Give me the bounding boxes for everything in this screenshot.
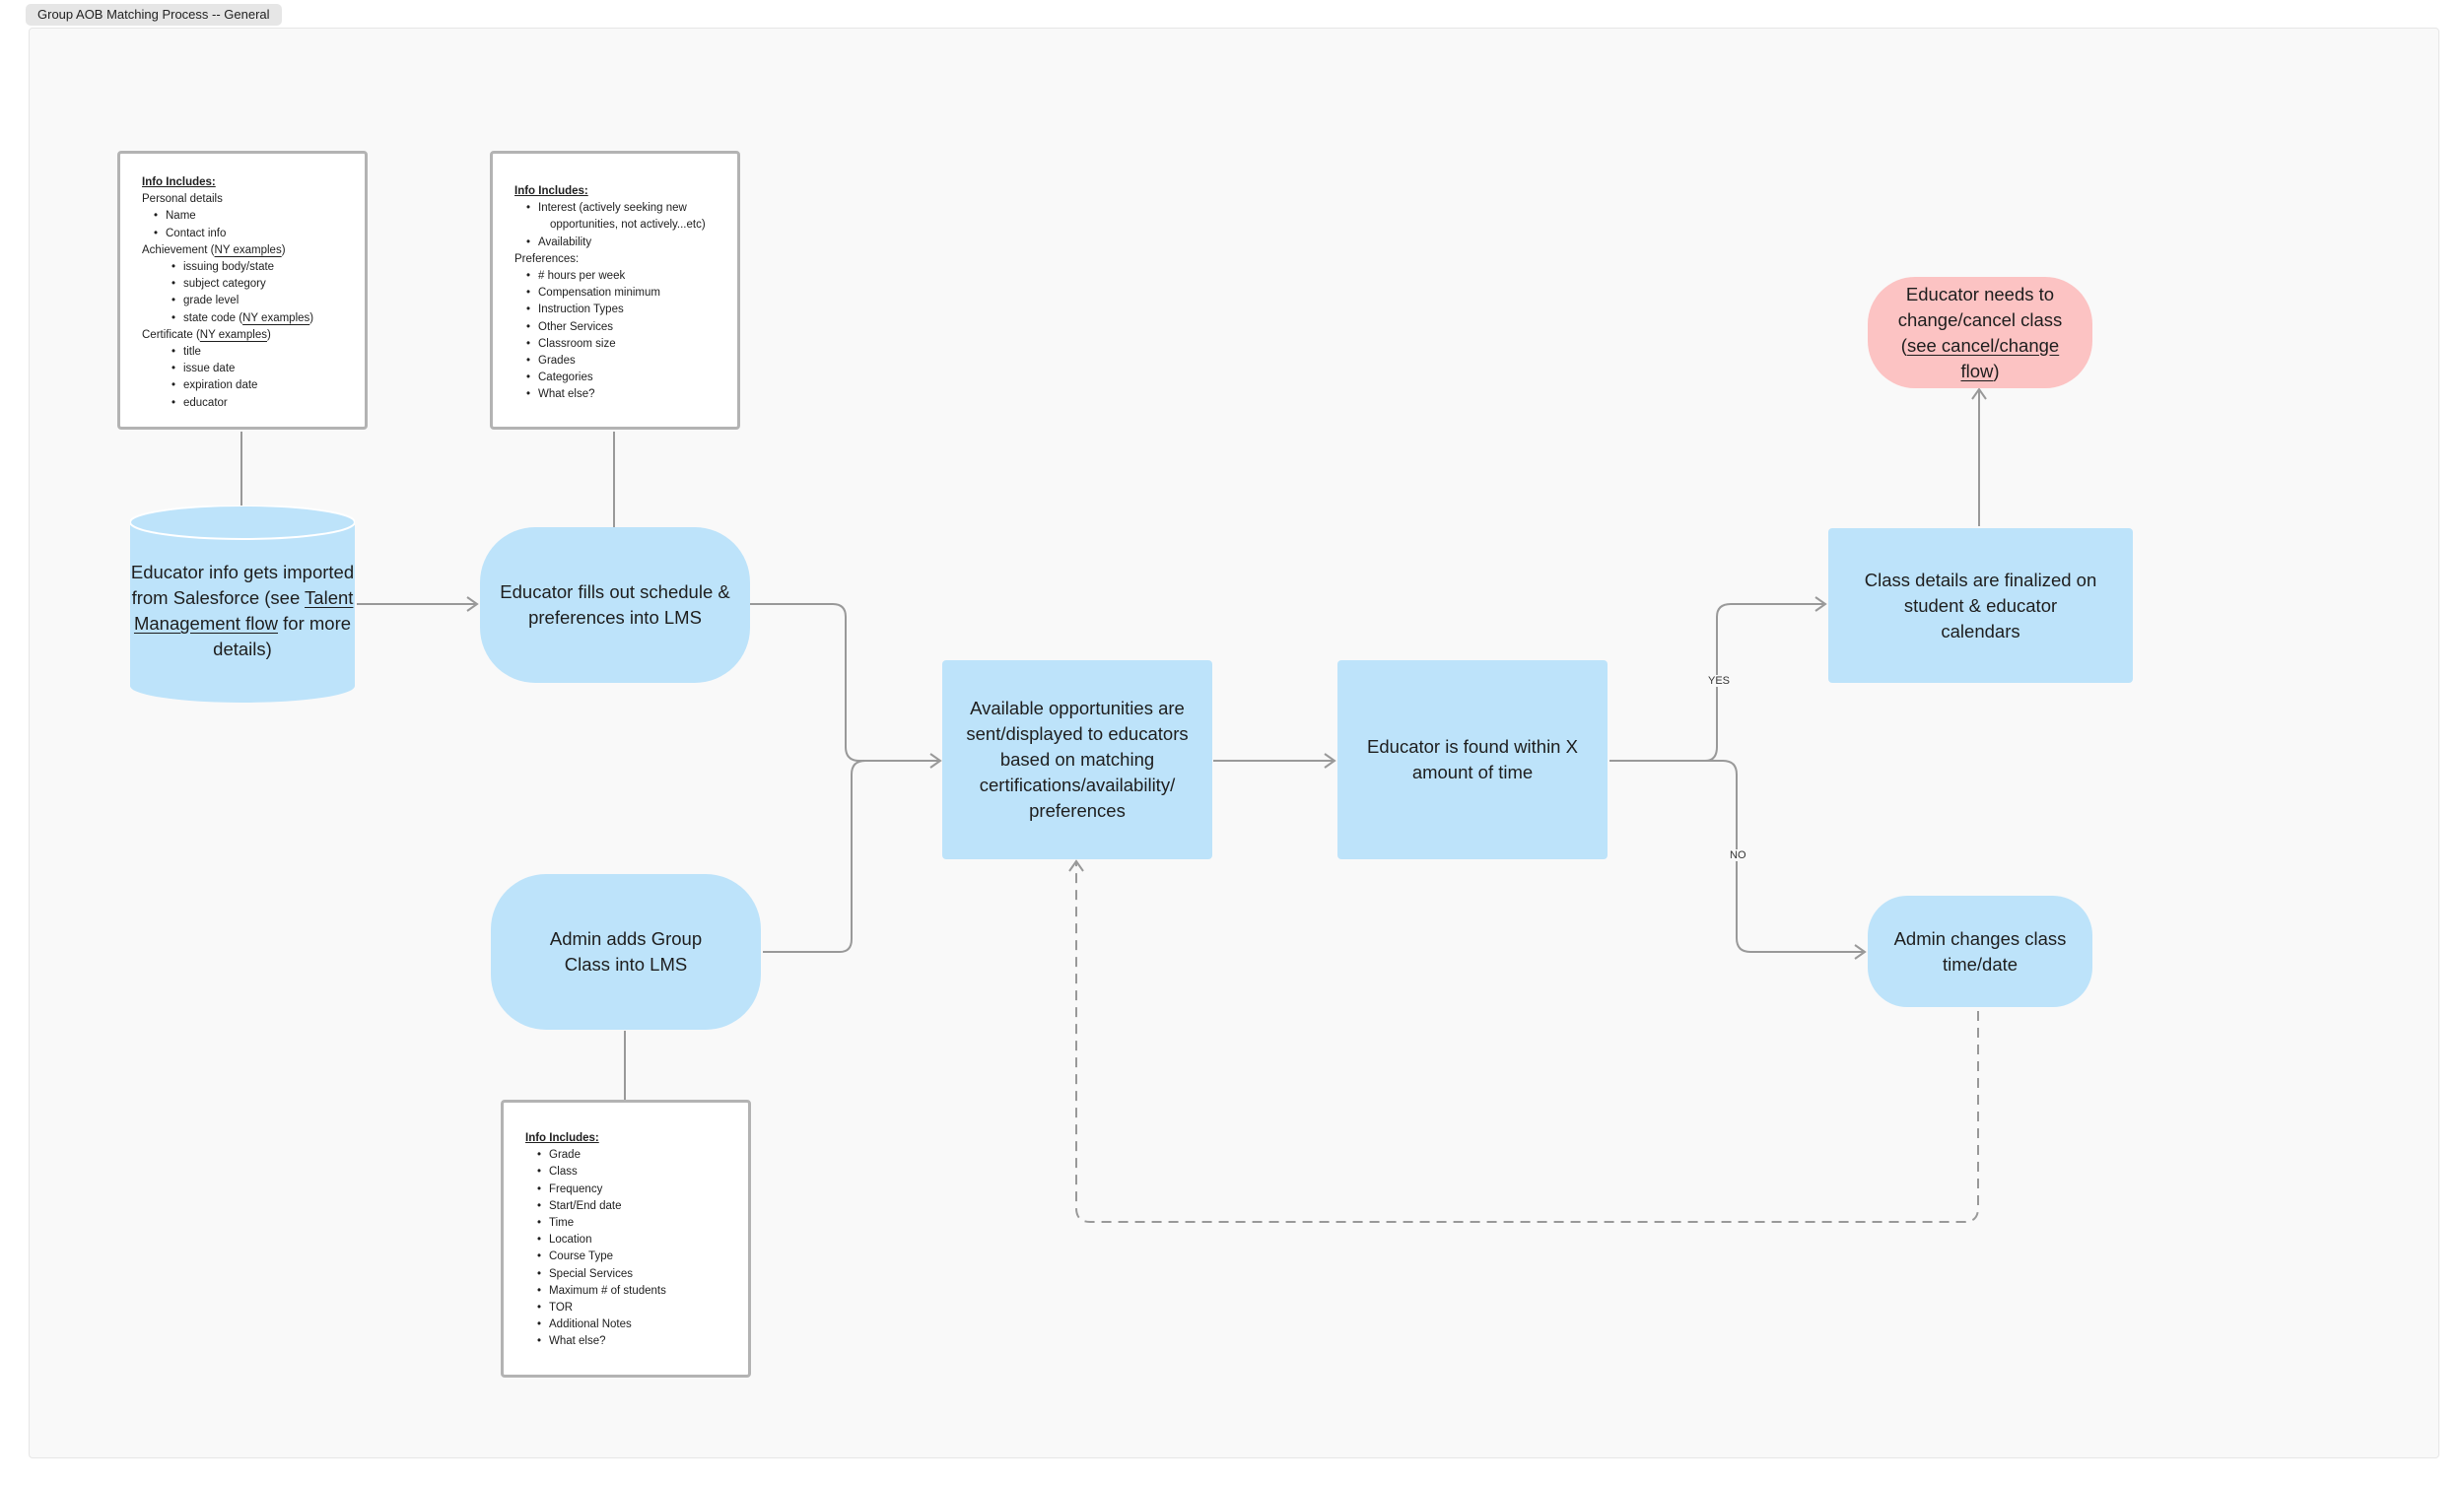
note-bullet: Location: [525, 1232, 748, 1249]
note-educator-info: Info Includes: Personal details Name Con…: [117, 151, 368, 430]
ny-examples-link[interactable]: NY examples: [214, 243, 282, 256]
note-bullet: Course Type: [525, 1249, 748, 1265]
note-bullet: Grade: [525, 1147, 748, 1164]
note-line: Achievement (NY examples): [142, 243, 286, 256]
schedule-node-text: Educator fills out schedule & preference…: [500, 581, 730, 628]
note-bullet: state code (NY examples): [142, 310, 365, 327]
admin-changes-node[interactable]: Admin changes class time/date: [1868, 896, 2092, 1007]
opportunities-node-text: Available opportunities are sent/display…: [966, 698, 1189, 821]
section-title[interactable]: Group AOB Matching Process -- General: [26, 4, 282, 26]
admin-adds-node-text: Admin adds Group Class into LMS: [549, 928, 703, 975]
note-bullet: Additional Notes: [525, 1316, 748, 1333]
note-bullet: Classroom size: [514, 336, 737, 353]
schedule-node[interactable]: Educator fills out schedule & preference…: [480, 527, 750, 683]
cancel-change-flow-link[interactable]: see cancel/change flow: [1906, 334, 2060, 381]
opportunities-node[interactable]: Available opportunities are sent/display…: [942, 660, 1212, 859]
database-shape: [130, 506, 355, 703]
admin-changes-node-text: Admin changes class time/date: [1893, 927, 2067, 975]
no-label: NO: [1728, 849, 1748, 861]
edge-admin-opportunities: [763, 760, 938, 953]
note-bullet: What else?: [514, 386, 737, 403]
admin-adds-class-node[interactable]: Admin adds Group Class into LMS: [491, 874, 761, 1030]
note-preferences: Info Includes: Interest (actively seekin…: [490, 151, 740, 430]
note-bullet: Instruction Types: [514, 302, 737, 318]
finalized-node-text: Class details are finalized on student &…: [1864, 569, 2097, 641]
note-bullet: Start/End date: [525, 1198, 748, 1215]
ny-examples-link[interactable]: NY examples: [199, 328, 267, 341]
edge-schedule-opportunities: [749, 603, 938, 762]
note-line: Preferences:: [514, 252, 580, 265]
note-bullet: What else?: [525, 1333, 748, 1350]
note-bullet: issue date: [142, 361, 365, 377]
cancel-change-node[interactable]: Educator needs to change/cancel class (s…: [1868, 277, 2092, 388]
edge-admin-changes-loop: [1075, 863, 1979, 1223]
note-bullet: TOR: [525, 1300, 748, 1316]
note-bullet: expiration date: [142, 377, 365, 394]
yes-label: YES: [1706, 675, 1733, 687]
note-bullet: Frequency: [525, 1181, 748, 1198]
note-bullet: Interest (actively seeking new: [514, 200, 737, 217]
note-bullet: Time: [525, 1215, 748, 1232]
found-node-text: Educator is found within X amount of tim…: [1367, 736, 1578, 782]
class-finalized-node[interactable]: Class details are finalized on student &…: [1828, 528, 2133, 683]
note-heading: Info Includes:: [142, 176, 216, 188]
note-bullet: Grades: [514, 353, 737, 370]
section-container: [29, 28, 2439, 1458]
note-heading: Info Includes:: [514, 185, 588, 197]
note-bullet: Contact info: [142, 226, 365, 242]
ny-examples-link[interactable]: NY examples: [242, 311, 310, 324]
note-bullet: Availability: [514, 235, 737, 251]
note-line: Personal details: [142, 193, 223, 206]
educator-found-node[interactable]: Educator is found within X amount of tim…: [1337, 660, 1608, 859]
note-group-class: Info Includes: Grade Class Frequency Sta…: [501, 1100, 751, 1378]
note-heading: Info Includes:: [525, 1132, 599, 1144]
talent-management-link[interactable]: Talent Management flow: [133, 587, 354, 634]
note-line: opportunities, not actively...etc): [550, 219, 706, 232]
note-bullet: title: [142, 344, 365, 361]
note-bullet: Name: [142, 208, 365, 225]
note-bullet: grade level: [142, 293, 365, 309]
note-bullet: educator: [142, 395, 365, 412]
salesforce-node-text: Educator info gets imported from Salesfo…: [130, 562, 355, 659]
note-bullet: Compensation minimum: [514, 285, 737, 302]
note-bullet: subject category: [142, 276, 365, 293]
note-bullet: Class: [525, 1164, 748, 1181]
note-bullet: Special Services: [525, 1266, 748, 1283]
note-bullet: Categories: [514, 370, 737, 386]
note-bullet: Maximum # of students: [525, 1283, 748, 1300]
note-bullet: # hours per week: [514, 268, 737, 285]
cancel-node-text: Educator needs to change/cancel class (s…: [1897, 283, 2063, 381]
note-bullet: Other Services: [514, 319, 737, 336]
note-bullet: issuing body/state: [142, 259, 365, 276]
salesforce-database-node[interactable]: Educator info gets imported from Salesfo…: [130, 506, 355, 703]
note-line: Certificate (NY examples): [142, 328, 271, 341]
